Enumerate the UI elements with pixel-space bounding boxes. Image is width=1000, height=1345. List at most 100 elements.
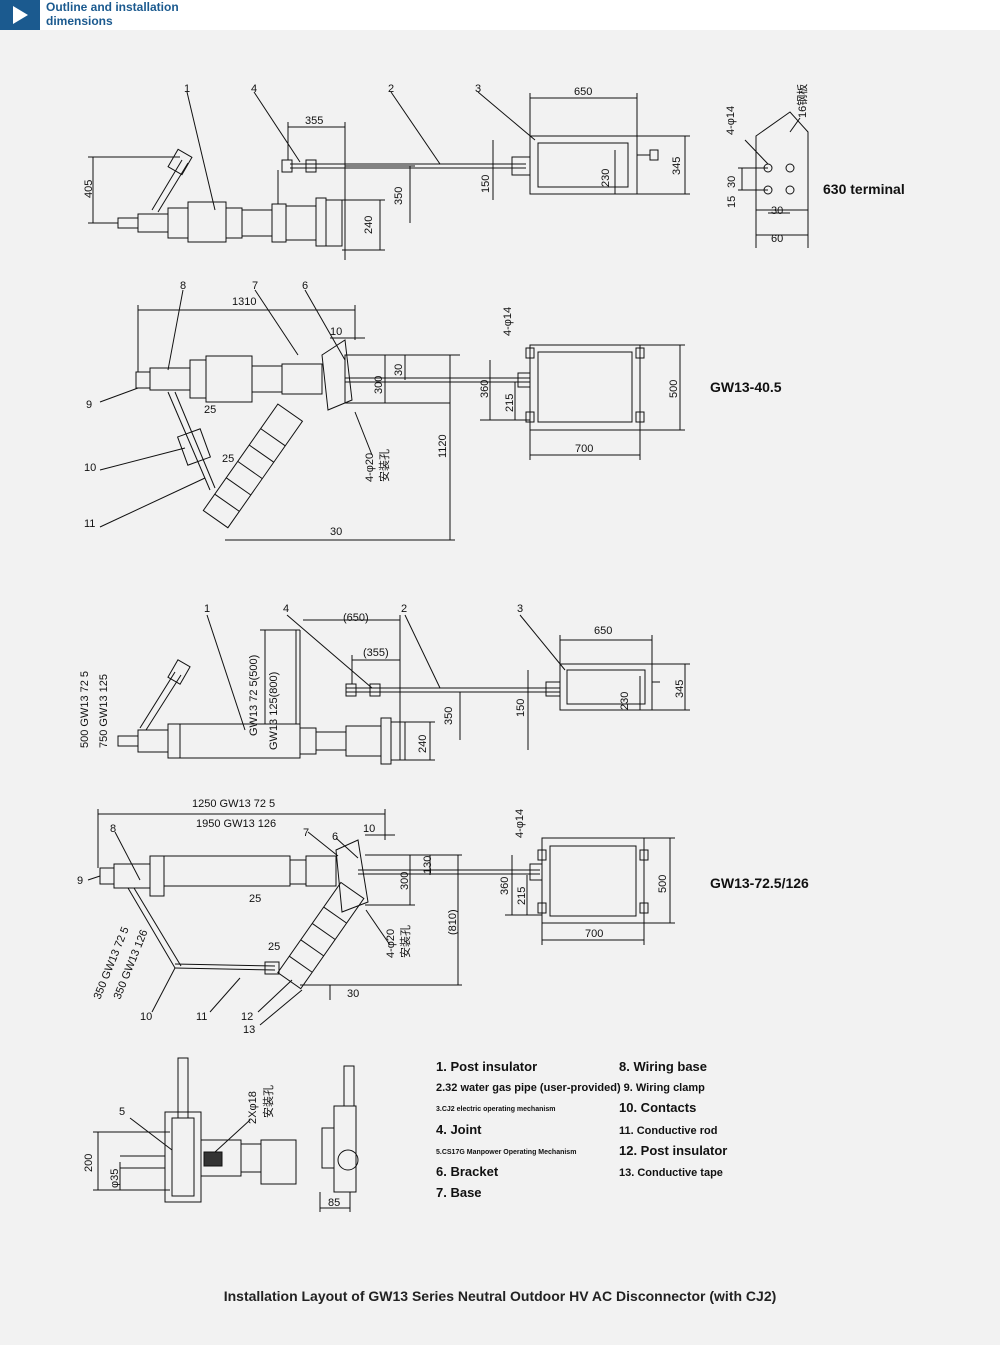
dim-d3-1: (355): [363, 647, 389, 659]
dim-d3-0: (650): [343, 612, 369, 624]
dim-d2-2: 30: [393, 364, 405, 376]
dim-d5-1: 安装孔: [261, 1085, 275, 1118]
dim-d1-1: 355: [305, 115, 323, 127]
dim-d1-4: 150: [480, 175, 492, 193]
dim-d4-15: 30: [347, 988, 359, 1000]
header-bar: Outline and installation dimensions: [0, 0, 1000, 30]
dim-d5-2: 200: [83, 1154, 95, 1172]
dim-d2-0: 1310: [232, 296, 256, 308]
drawing-panel: [0, 46, 1000, 1345]
callout-d4-1: 7: [303, 827, 309, 839]
diagram-2-drawing: [99, 289, 685, 541]
dim-d3-7: 350: [443, 707, 455, 725]
dim-d4-5: 360: [499, 877, 511, 895]
callout-d4-4: 10: [140, 1011, 152, 1023]
callout-d2-0: 8: [180, 280, 186, 292]
play-icon: [13, 6, 28, 24]
legend-item-12: 12. Post insulator: [619, 1143, 727, 1158]
callout-d2-4: 10: [84, 462, 96, 474]
callout-d4-5: 11: [196, 1011, 207, 1023]
dim-d4-10: 4-φ20: [385, 929, 397, 958]
dim-d1-0: 650: [574, 86, 592, 98]
dim-d4-8: 700: [585, 928, 603, 940]
dim-terminal-5: 60: [771, 233, 783, 245]
dim-d3-10: 345: [674, 680, 686, 698]
callout-d2-5: 11: [84, 518, 95, 530]
dim-d1-5: 230: [600, 169, 612, 187]
diagram-1-drawing: [88, 91, 690, 260]
dim-d2-12: 25: [222, 453, 234, 465]
dim-d2-10: 安装孔: [377, 449, 391, 482]
callout-d1-2: 2: [388, 83, 394, 95]
callout-d3-3: 3: [517, 603, 523, 615]
legend-item-8: 8. Wiring base: [619, 1059, 707, 1074]
dim-d4-9: 4-φ14: [514, 809, 526, 838]
header-badge: [0, 0, 40, 30]
terminal-labels: 630 terminal 4-φ14 16钢板 15 30 30 60: [725, 84, 905, 245]
callout-d1-3: 3: [475, 83, 481, 95]
dim-d3-9: 230: [619, 692, 631, 710]
diagram-5-drawing: [93, 1057, 359, 1212]
callout-d1-1: 4: [251, 83, 257, 95]
terminal-drawing: [738, 111, 809, 248]
dim-d2-1: 10: [330, 326, 342, 338]
legend-item-2: 2.32 water gas pipe (user-provided) 9. W…: [436, 1082, 705, 1094]
dim-d4-1: 1950 GW13 126: [196, 818, 276, 830]
dim-d2-13: 1120: [437, 434, 449, 458]
dim-d2-7: 700: [575, 443, 593, 455]
dim-d3-6: GW13 125(800): [268, 672, 280, 750]
dim-d3-5: GW13 72 5(500): [248, 655, 260, 736]
legend-item-3: 3.CJ2 electric operating mechanism: [436, 1106, 555, 1113]
callout-d3-2: 2: [401, 603, 407, 615]
callout-d4-7: 13: [243, 1024, 255, 1036]
callout-d2-3: 9: [86, 399, 92, 411]
dim-terminal-0: 4-φ14: [725, 106, 737, 135]
dim-d2-3: 300: [373, 376, 385, 394]
dim-terminal-3: 30: [726, 176, 738, 188]
diagram-3-drawing: [117, 614, 690, 765]
dim-d2-4: 360: [479, 380, 491, 398]
dim-d2-5: 215: [504, 394, 516, 412]
callout-d1-0: 1: [184, 83, 190, 95]
callout-d4-3: 9: [77, 875, 83, 887]
dim-d4-11: 安装孔: [398, 925, 412, 958]
legend-item-4: 4. Joint: [436, 1122, 482, 1137]
dim-d3-4: 750 GW13 125: [98, 674, 110, 748]
dim-d3-8: 150: [515, 699, 527, 717]
callout-d3-1: 4: [283, 603, 289, 615]
legend-item-10: 10. Contacts: [619, 1100, 696, 1115]
diagram-3-labels: (650) (355) 650 500 GW13 72 5 750 GW13 1…: [79, 603, 686, 753]
callout-d2-1: 7: [252, 280, 258, 292]
label-630-terminal: 630 terminal: [823, 181, 905, 197]
label-gw13-72-5-126: GW13-72.5/126: [710, 875, 809, 891]
dim-d5-3: φ35: [109, 1169, 121, 1188]
dim-d4-13: 25: [268, 941, 280, 953]
dim-d4-14: (810): [447, 909, 459, 935]
legend-item-5: 5.CS17G Manpower Operating Mechanism: [436, 1149, 576, 1156]
dim-d4-2: 10: [363, 823, 375, 835]
legend: 1. Post insulator 8. Wiring base 2.32 wa…: [436, 1059, 727, 1200]
dim-d4-3: 130: [422, 856, 434, 874]
dim-terminal-2: 15: [726, 196, 738, 208]
diagram-1-labels: 650 355 405 350 150 230 345 240 1 4 2 3: [83, 83, 683, 234]
diagram-5-labels: 2Xφ18 安装孔 200 φ35 85 5: [83, 1085, 340, 1209]
dim-d4-7: 500: [657, 875, 669, 893]
dim-d4-6: 215: [516, 887, 528, 905]
dim-d4-0: 1250 GW13 72 5: [192, 798, 275, 810]
dim-d1-7: 240: [363, 216, 375, 234]
dim-d5-0: 2Xφ18: [247, 1091, 259, 1124]
diagram-4-drawing: [87, 809, 675, 1026]
dim-terminal-4: 30: [771, 205, 783, 217]
dim-d2-6: 500: [668, 380, 680, 398]
label-gw13-40-5: GW13-40.5: [710, 379, 782, 395]
legend-item-13: 13. Conductive tape: [619, 1167, 723, 1179]
dim-d5-4: 85: [328, 1197, 340, 1209]
dim-d2-11: 25: [204, 404, 216, 416]
legend-item-11: 11. Conductive rod: [619, 1125, 717, 1137]
figure-caption: Installation Layout of GW13 Series Neutr…: [223, 1288, 777, 1304]
dim-d2-14: 30: [330, 526, 342, 538]
callout-d4-6: 12: [241, 1011, 253, 1023]
callout-d4-2: 6: [332, 831, 338, 843]
dim-d2-9: 4-φ20: [364, 453, 376, 482]
